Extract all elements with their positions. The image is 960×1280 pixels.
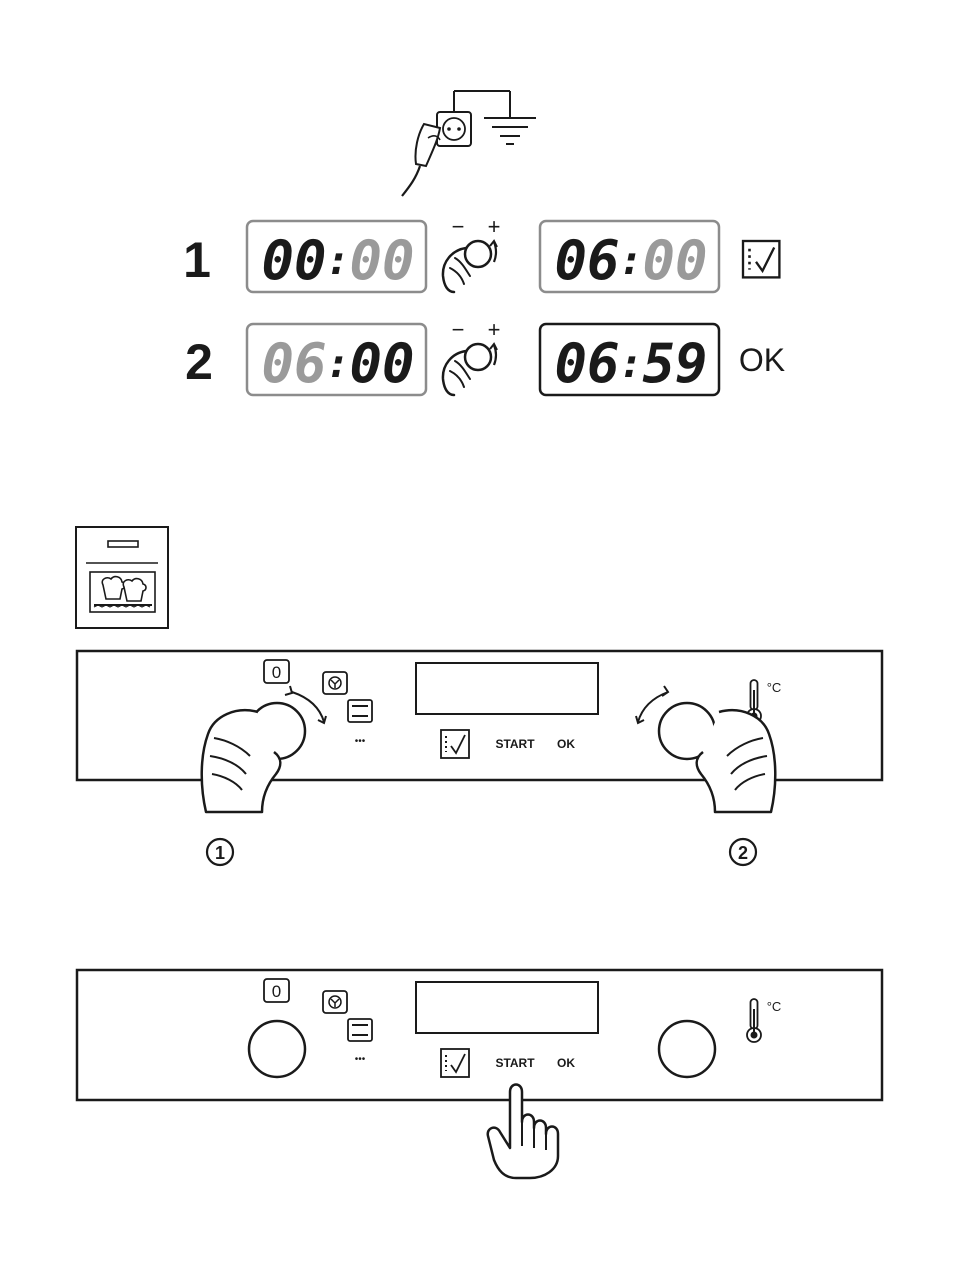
rotate-arrow-icon bbox=[291, 691, 325, 723]
display-hours: 06 bbox=[554, 332, 619, 395]
top-bottom-heat-icon bbox=[347, 699, 373, 723]
control-panel-2: 0 ••• START OK °C bbox=[75, 968, 884, 1102]
clock-display-step1-before: 00 : 00 bbox=[245, 219, 428, 294]
off-position-label: 0 bbox=[272, 982, 281, 1001]
callout-2: 2 bbox=[728, 837, 758, 867]
clock-display-step2-after: 06 : 59 bbox=[538, 322, 721, 397]
display-minutes: 00 bbox=[642, 229, 707, 292]
ok-button[interactable]: OK bbox=[557, 1056, 575, 1070]
knob-turn-step2: − + bbox=[441, 317, 501, 397]
more-functions-dots: ••• bbox=[355, 736, 366, 747]
fan-mode-icon bbox=[322, 990, 348, 1014]
temperature-unit: °C bbox=[767, 999, 782, 1014]
callout-1-label: 1 bbox=[215, 843, 225, 863]
ok-button[interactable]: OK bbox=[557, 737, 575, 751]
off-position-label: 0 bbox=[272, 663, 281, 682]
fan-mode-icon bbox=[322, 671, 348, 695]
display-minutes: 00 bbox=[349, 229, 414, 292]
power-plug-icon bbox=[401, 90, 536, 197]
checklist-button-icon[interactable] bbox=[440, 1048, 470, 1078]
start-button[interactable]: START bbox=[495, 737, 535, 751]
top-bottom-heat-icon bbox=[347, 1018, 373, 1042]
ok-label: OK bbox=[739, 342, 785, 378]
display-hours: 00 bbox=[261, 229, 326, 292]
finger-pressing-icon bbox=[486, 1083, 560, 1180]
callout-1: 1 bbox=[205, 837, 235, 867]
knob-turn-step1: − + bbox=[441, 214, 501, 294]
display-separator: : bbox=[326, 341, 350, 387]
function-selector-knob[interactable] bbox=[247, 1019, 307, 1079]
start-button[interactable]: START bbox=[495, 1056, 535, 1070]
checklist-icon bbox=[741, 239, 781, 279]
clock-display-step2-before: 06 : 00 bbox=[245, 322, 428, 397]
checklist-button-icon[interactable] bbox=[440, 729, 470, 759]
temperature-knob[interactable] bbox=[657, 1019, 717, 1079]
display-separator: : bbox=[326, 238, 350, 284]
display-hours: 06 bbox=[554, 229, 619, 292]
step-number-2: 2 bbox=[185, 334, 213, 390]
step-number-1: 1 bbox=[183, 232, 211, 288]
oven-baking-icon bbox=[75, 526, 169, 629]
display-minutes: 59 bbox=[642, 332, 707, 395]
callout-2-label: 2 bbox=[738, 843, 748, 863]
display-hours: 06 bbox=[261, 332, 326, 395]
temperature-unit: °C bbox=[767, 680, 782, 695]
control-panel-1: 0 ••• START OK °C bbox=[75, 649, 884, 814]
display-separator: : bbox=[619, 341, 643, 387]
display-screen bbox=[415, 981, 599, 1034]
plus-label: + bbox=[488, 214, 501, 239]
minus-label: − bbox=[452, 214, 465, 239]
hand-turning-knob-icon bbox=[441, 239, 499, 294]
display-separator: : bbox=[619, 238, 643, 284]
display-minutes: 00 bbox=[349, 332, 414, 395]
hand-turning-knob-icon bbox=[441, 342, 499, 397]
minus-label: − bbox=[452, 317, 465, 342]
more-functions-dots: ••• bbox=[355, 1054, 366, 1065]
display-screen bbox=[415, 662, 599, 715]
clock-display-step1-after: 06 : 00 bbox=[538, 219, 721, 294]
plus-label: + bbox=[488, 317, 501, 342]
